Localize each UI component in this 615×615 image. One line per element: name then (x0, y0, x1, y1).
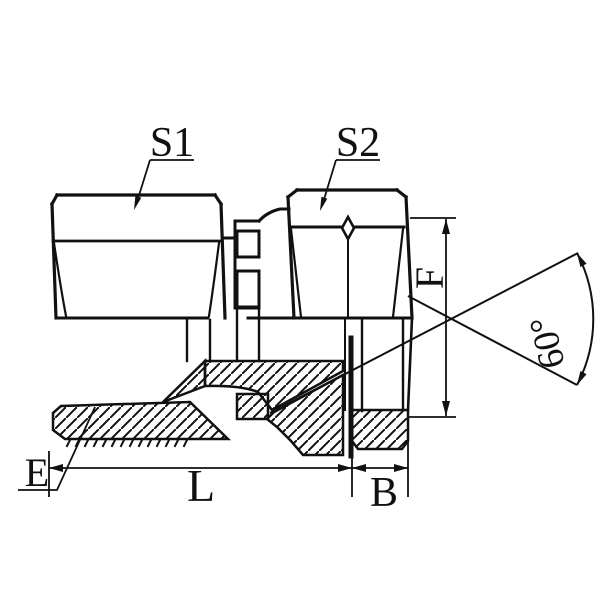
nut-end-face-lower (406, 316, 414, 412)
nut-corner-diamond (340, 214, 356, 242)
arc-arrowhead-bottom (577, 371, 587, 385)
dimension-F: F (407, 217, 456, 418)
angle-annotation-60: 60° (269, 252, 595, 414)
hex-body-s1 (49, 192, 227, 320)
f-arrowhead-down (442, 401, 450, 416)
b-label: B (370, 470, 398, 516)
label-E: E (18, 406, 96, 495)
hatch-retainer-block (235, 392, 270, 421)
section-hatch (51, 358, 410, 457)
label-S1: S1 (134, 120, 194, 210)
hatch-left-thread-wall (51, 400, 232, 441)
s2-label: S2 (336, 120, 380, 166)
section-edges (185, 316, 414, 459)
nut-facet-edge-left (289, 227, 303, 319)
dimension-L: L (48, 451, 352, 511)
hatch-nut-bottom-wall (350, 408, 410, 451)
retainer-step-piece (233, 207, 291, 363)
s1-leader (135, 159, 194, 206)
e-label: E (25, 450, 49, 495)
l-arrowhead-left (49, 464, 63, 472)
l-label: L (187, 460, 215, 511)
s1-arrowhead (134, 195, 142, 210)
swivel-nut-s2 (285, 187, 414, 320)
cone-angle-line-lower (407, 295, 578, 386)
hatch-left-step (162, 358, 207, 404)
hex-facet-edge-left (52, 241, 68, 318)
l-arrowhead-right (338, 464, 352, 472)
label-S2: S2 (320, 120, 380, 211)
s2-arrowhead (320, 196, 328, 211)
cone-angle-line-upper (269, 252, 579, 414)
f-label: F (407, 267, 452, 289)
s2-leader (321, 159, 380, 207)
thread-serrations (65, 438, 189, 448)
b-arrowhead-right (394, 464, 408, 472)
hatch-center-upper-band (203, 359, 345, 412)
s1-label: S1 (150, 120, 194, 166)
e-leader (18, 406, 96, 491)
hatch-cone-flare (265, 372, 345, 457)
neck-curve (256, 207, 291, 224)
nut-facet-edge-right (391, 227, 405, 319)
f-arrowhead-up (442, 219, 450, 234)
angle-value-label: 60° (522, 313, 574, 373)
b-arrowhead-left (352, 464, 366, 472)
angle-arc (576, 252, 595, 386)
hex-facet-edge-right (207, 241, 221, 318)
arc-arrowhead-top (577, 253, 587, 267)
dimension-B: B (351, 412, 409, 516)
